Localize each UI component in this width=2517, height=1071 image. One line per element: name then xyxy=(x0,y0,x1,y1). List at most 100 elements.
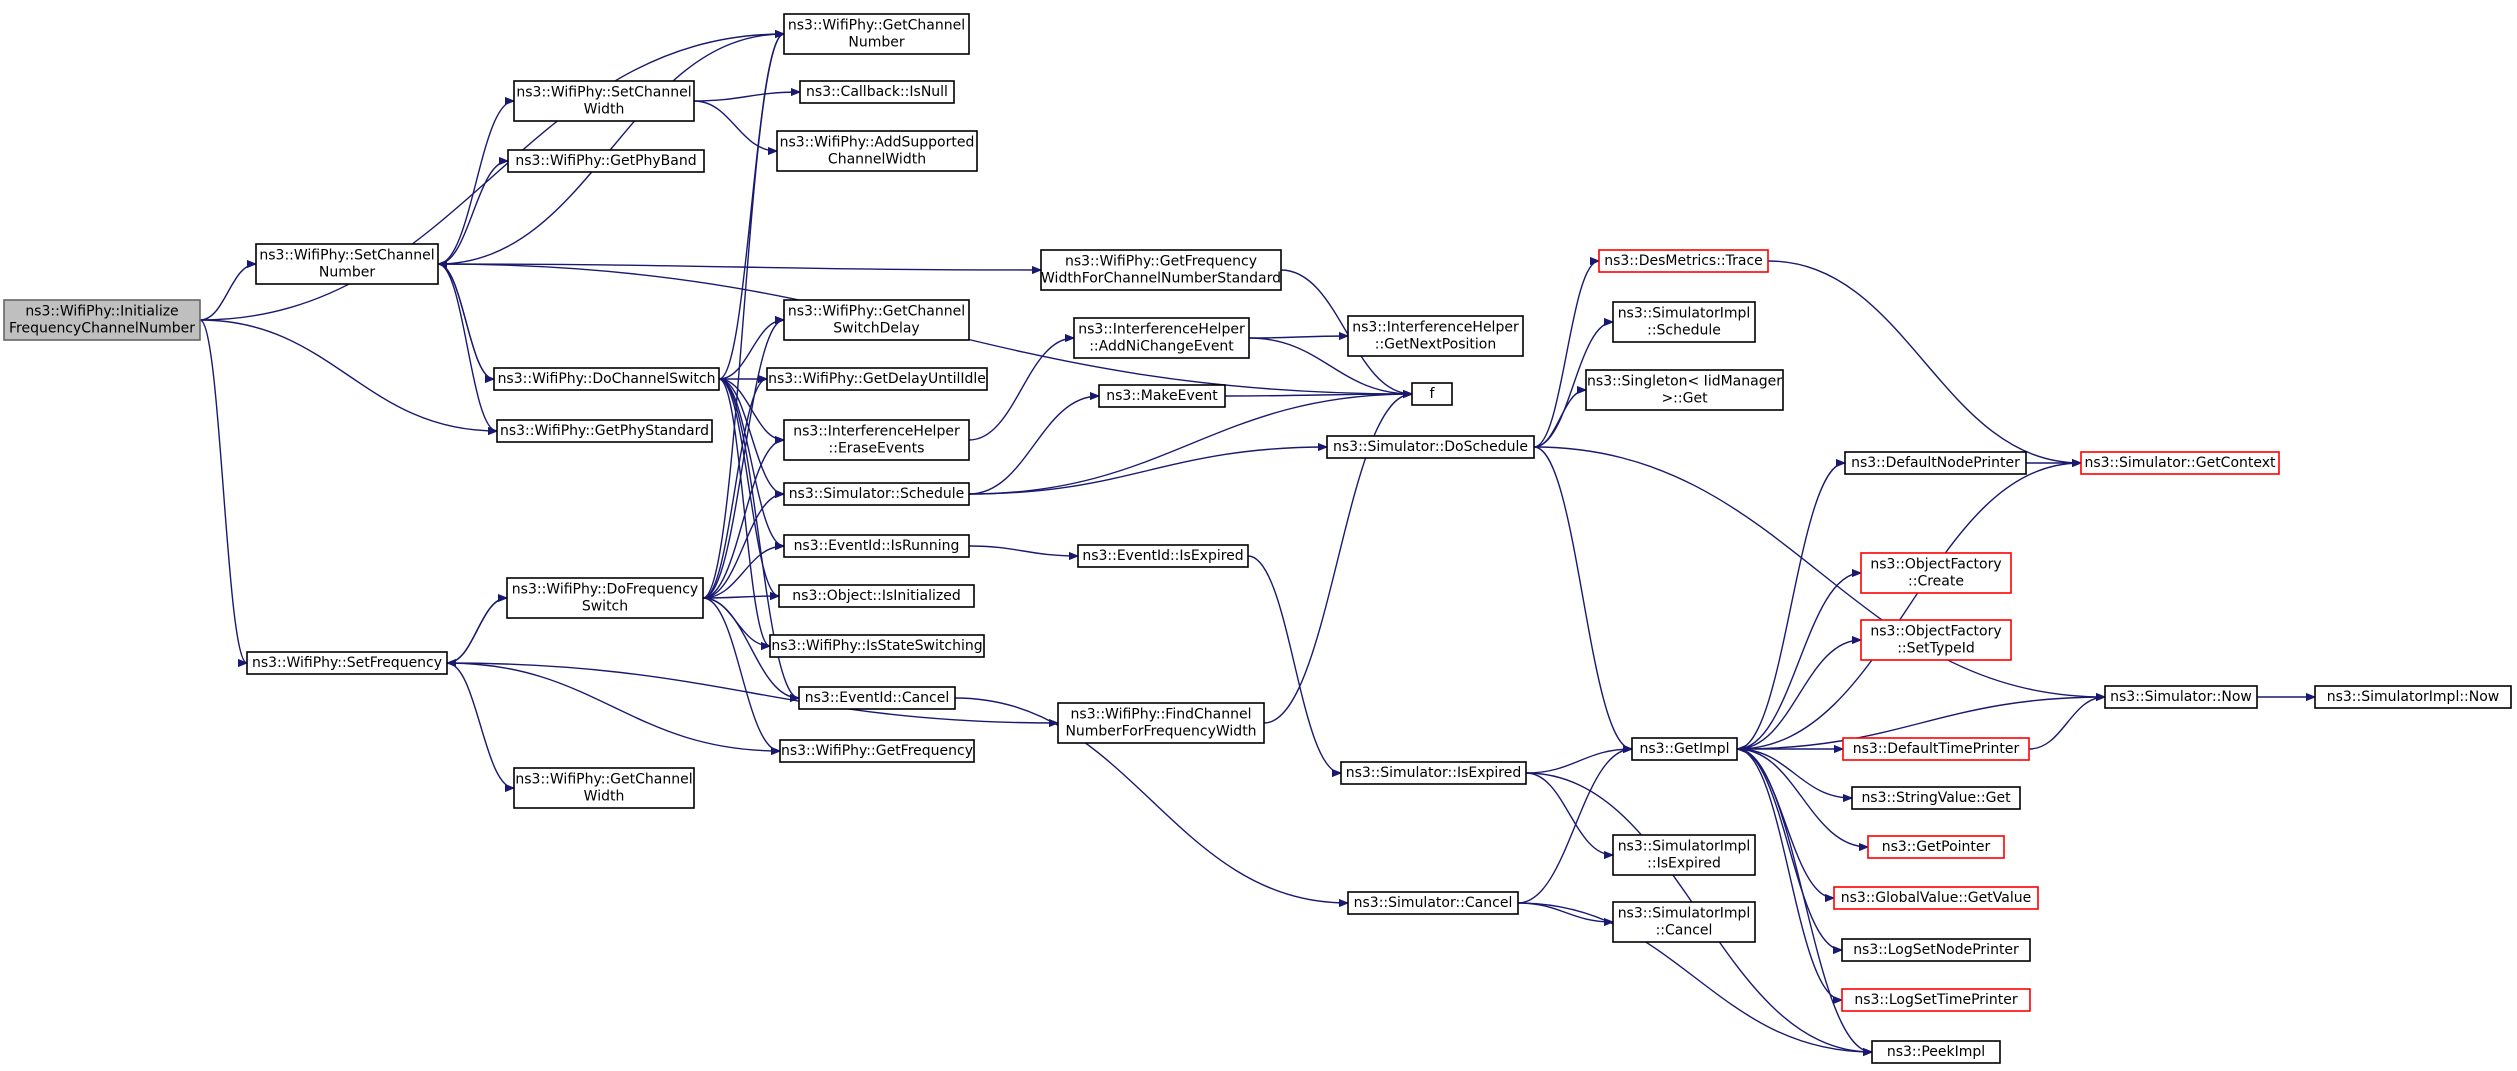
node-defnode[interactable]: ns3::DefaultNodePrinter xyxy=(1844,451,2027,475)
edge-simnow-to-getimpl xyxy=(1737,696,2106,749)
node-implsched[interactable]: ns3::SimulatorImpl::Schedule xyxy=(1612,301,1756,343)
node-box xyxy=(783,13,970,55)
node-erase[interactable]: ns3::InterferenceHelper::EraseEvents xyxy=(783,419,970,461)
node-box xyxy=(513,80,695,122)
node-label: ns3::EventId::IsRunning xyxy=(794,538,960,554)
node-box xyxy=(1612,301,1756,343)
node-box xyxy=(255,243,439,285)
node-box xyxy=(769,634,985,658)
node-box xyxy=(1598,249,1769,273)
node-label: ns3::Simulator::IsExpired xyxy=(1346,765,1522,781)
node-evcancel[interactable]: ns3::EventId::Cancel xyxy=(798,686,956,710)
edge-findch-to-f xyxy=(1263,394,1412,724)
node-ofcreate[interactable]: ns3::ObjectFactory::Create xyxy=(1860,552,2012,594)
node-label: ::Cancel xyxy=(1656,923,1713,939)
node-implisexp[interactable]: ns3::SimulatorImpl::IsExpired xyxy=(1612,834,1756,876)
node-isrunning[interactable]: ns3::EventId::IsRunning xyxy=(783,534,970,558)
node-f[interactable]: f xyxy=(1411,382,1453,406)
node-simisexp[interactable]: ns3::Simulator::IsExpired xyxy=(1340,761,1527,785)
node-init[interactable]: ns3::WifiPhy::InitializeFrequencyChannel… xyxy=(3,299,201,341)
node-simcancel[interactable]: ns3::Simulator::Cancel xyxy=(1347,891,1519,915)
node-deftime[interactable]: ns3::DefaultTimePrinter xyxy=(1842,737,2030,761)
node-box xyxy=(496,419,713,443)
node-label: ns3::DefaultNodePrinter xyxy=(1851,455,2020,471)
node-box xyxy=(2314,685,2512,709)
node-getphyband[interactable]: ns3::WifiPhy::GetPhyBand xyxy=(507,149,705,173)
edge-dosched-to-singleton xyxy=(1533,390,1587,448)
node-label: ns3::WifiPhy::GetFrequency xyxy=(1065,254,1257,270)
node-trace[interactable]: ns3::DesMetrics::Trace xyxy=(1598,249,1769,273)
node-implnow[interactable]: ns3::SimulatorImpl::Now xyxy=(2314,685,2512,709)
node-label: ::AddNiChangeEvent xyxy=(1089,339,1234,355)
node-label: ns3::WifiPhy::GetChannel xyxy=(788,18,965,34)
node-getdui[interactable]: ns3::WifiPhy::GetDelayUntilIdle xyxy=(766,367,988,391)
edge-getimpl-to-logtime xyxy=(1736,748,1843,1000)
node-simnow[interactable]: ns3::Simulator::Now xyxy=(2104,685,2258,709)
node-label: ns3::SimulatorImpl xyxy=(1618,839,1751,855)
node-label: Number xyxy=(848,35,904,51)
edge-dofs-to-getdui xyxy=(702,379,768,599)
node-label: ns3::PeekImpl xyxy=(1887,1044,1985,1060)
node-getimpl[interactable]: ns3::GetImpl xyxy=(1631,737,1738,761)
edge-setfreq-to-getfreq xyxy=(446,662,780,751)
edge-dosched-to-simnow xyxy=(1533,446,2105,697)
node-isnull[interactable]: ns3::Callback::IsNull xyxy=(799,80,955,104)
node-schedule[interactable]: ns3::Simulator::Schedule xyxy=(783,482,970,506)
node-label: ns3::InterferenceHelper xyxy=(793,424,960,440)
node-label: NumberForFrequencyWidth xyxy=(1065,724,1256,740)
edge-docs-to-setchnum xyxy=(437,264,495,380)
node-evisexp[interactable]: ns3::EventId::IsExpired xyxy=(1077,544,1249,568)
node-label: ns3::InterferenceHelper xyxy=(1352,320,1519,336)
node-label: ns3::Object::IsInitialized xyxy=(792,588,960,604)
node-isss[interactable]: ns3::WifiPhy::IsStateSwitching xyxy=(769,634,985,658)
node-box xyxy=(1340,761,1527,785)
node-box xyxy=(2104,685,2258,709)
node-label: ns3::Callback::IsNull xyxy=(806,84,948,100)
node-getfreq[interactable]: ns3::WifiPhy::GetFrequency xyxy=(779,739,975,763)
node-label: ns3::WifiPhy::SetChannel xyxy=(259,248,434,264)
node-docs[interactable]: ns3::WifiPhy::DoChannelSwitch xyxy=(493,367,720,391)
node-box xyxy=(2080,451,2280,475)
edge-docs-to-isinit xyxy=(718,378,780,596)
node-logtime[interactable]: ns3::LogSetTimePrinter xyxy=(1841,988,2031,1012)
node-findch[interactable]: ns3::WifiPhy::FindChannelNumberForFreque… xyxy=(1057,702,1265,744)
edge-getimpl-to-defnode xyxy=(1736,463,1846,750)
node-getnextpos[interactable]: ns3::InterferenceHelper::GetNextPosition xyxy=(1347,315,1524,357)
node-singleton[interactable]: ns3::Singleton< IidManager>::Get xyxy=(1585,369,1784,411)
node-getctx[interactable]: ns3::Simulator::GetContext xyxy=(2080,451,2280,475)
node-box xyxy=(783,419,970,461)
node-implcancel[interactable]: ns3::SimulatorImpl::Cancel xyxy=(1612,901,1756,943)
node-box xyxy=(1098,384,1226,408)
edge-getimpl-to-getptr xyxy=(1736,748,1868,847)
edge-dofs-to-isrunning xyxy=(702,546,784,599)
node-addni[interactable]: ns3::InterferenceHelper::AddNiChangeEven… xyxy=(1073,317,1250,359)
edge-makeev-to-f xyxy=(1224,394,1412,396)
node-dosched[interactable]: ns3::Simulator::DoSchedule xyxy=(1326,435,1535,459)
node-svget[interactable]: ns3::StringValue::Get xyxy=(1851,786,2021,810)
node-ofsettype[interactable]: ns3::ObjectFactory::SetTypeId xyxy=(1860,619,2012,661)
node-box xyxy=(1411,382,1453,406)
node-box xyxy=(1057,702,1265,744)
node-label: ns3::Simulator::Cancel xyxy=(1354,895,1513,911)
node-peek[interactable]: ns3::PeekImpl xyxy=(1871,1040,2001,1064)
node-label: ns3::DesMetrics::Trace xyxy=(1604,253,1763,269)
node-gvget[interactable]: ns3::GlobalValue::GetValue xyxy=(1833,886,2039,910)
node-getptr[interactable]: ns3::GetPointer xyxy=(1867,835,2005,859)
node-label: ns3::WifiPhy::GetPhyStandard xyxy=(500,423,709,439)
node-getfwcns[interactable]: ns3::WifiPhy::GetFrequencyWidthForChanne… xyxy=(1040,249,1282,291)
node-lognode[interactable]: ns3::LogSetNodePrinter xyxy=(1841,938,2031,962)
edge-evisexp-to-simisexp xyxy=(1247,555,1342,773)
node-makeev[interactable]: ns3::MakeEvent xyxy=(1098,384,1226,408)
node-setfreq[interactable]: ns3::WifiPhy::SetFrequency xyxy=(246,651,448,675)
node-getphystd[interactable]: ns3::WifiPhy::GetPhyStandard xyxy=(496,419,713,443)
node-isinit[interactable]: ns3::Object::IsInitialized xyxy=(778,584,975,608)
node-label: ns3::InterferenceHelper xyxy=(1078,322,1245,338)
edge-getimpl-to-lognode xyxy=(1736,748,1843,950)
